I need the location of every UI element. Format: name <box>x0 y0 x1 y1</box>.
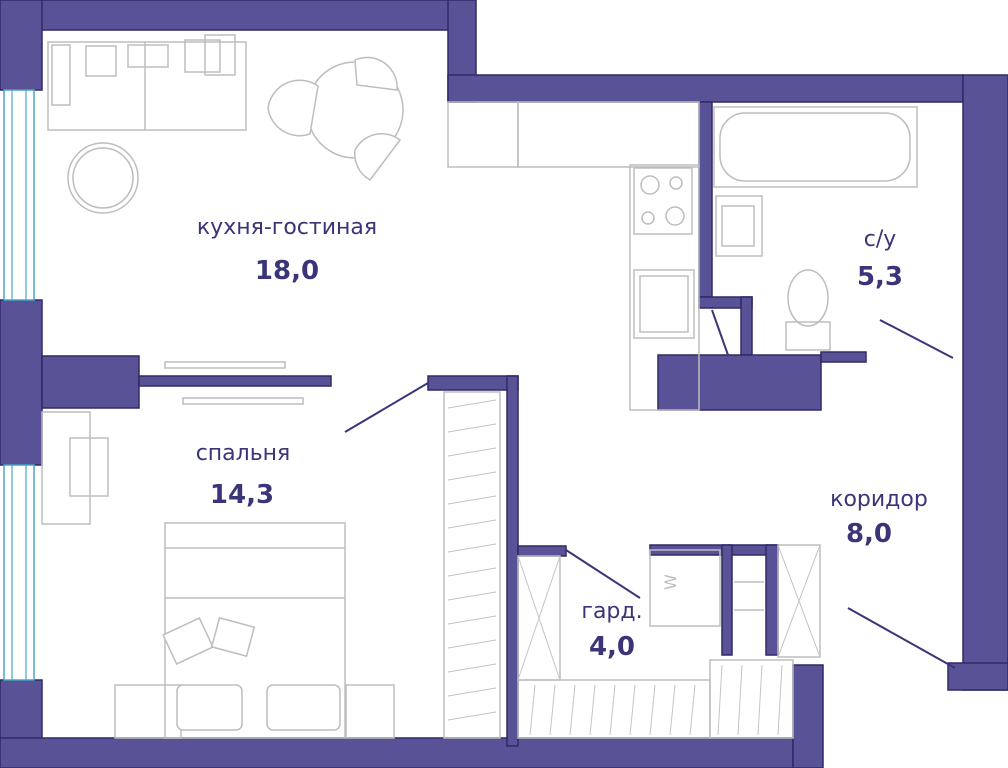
doors <box>344 309 956 669</box>
wall-bottom-step <box>792 664 824 768</box>
door-bath-small <box>711 309 729 356</box>
wall-top-left <box>0 0 476 31</box>
wall-bath-bottom-thin <box>820 351 867 363</box>
desk <box>41 411 91 525</box>
room-area-bathroom: 5,3 <box>857 262 903 292</box>
room-area-bedroom: 14,3 <box>210 480 274 510</box>
wall-wardrobe-vert <box>506 375 519 747</box>
wall-bath-left <box>698 101 713 298</box>
tv-stand-bedroom <box>182 397 304 405</box>
door-bedroom <box>344 382 429 433</box>
round-rug-inner <box>72 147 134 209</box>
wall-top-right <box>447 74 964 103</box>
toilet <box>785 269 831 351</box>
wall-wardrobe-top-left <box>517 545 567 557</box>
wall-bath-stub2 <box>740 296 753 356</box>
room-name-kitchen-living: кухня-гостиная <box>197 215 377 240</box>
door-wardrobe <box>565 549 641 599</box>
washer-mark: W <box>661 574 680 590</box>
wall-bottom <box>0 737 794 768</box>
room-name-bedroom: спальня <box>196 441 291 466</box>
wall-shelf-left <box>721 544 733 656</box>
sofa <box>47 34 247 131</box>
wall-partition-thin <box>138 375 332 387</box>
dining-set <box>267 56 404 181</box>
sink-icon <box>633 269 695 339</box>
washing-machine: W <box>649 549 721 627</box>
room-area-corridor: 8,0 <box>846 519 892 549</box>
room-name-corridor: коридор <box>830 487 928 512</box>
round-rug <box>67 142 139 214</box>
room-name-bathroom: с/у <box>864 227 897 252</box>
door-entrance <box>847 607 956 669</box>
bed <box>114 522 395 739</box>
stove-icon <box>640 175 660 195</box>
window-kitchen <box>3 89 35 301</box>
bathtub <box>713 106 918 188</box>
wardrobe-bedroom <box>443 391 501 739</box>
room-area-wardrobe: 4,0 <box>589 632 635 662</box>
wall-left-mid <box>0 299 43 466</box>
wall-partition-right <box>427 375 519 391</box>
room-name-wardrobe: гард. <box>581 599 642 624</box>
wall-bath-bottom <box>657 354 822 411</box>
wall-right <box>962 74 1008 691</box>
window-bedroom <box>3 464 35 681</box>
washbasin <box>715 195 763 257</box>
wall-shelf-right <box>765 544 779 656</box>
windows <box>3 89 35 681</box>
room-area-kitchen-living: 18,0 <box>255 256 319 286</box>
kitchen-counter <box>447 101 700 411</box>
wall-left-upper <box>0 0 43 91</box>
wall-bottom-right <box>947 662 1008 691</box>
desk-chair <box>69 437 109 497</box>
wardrobe-storage <box>517 544 821 739</box>
door-bathroom <box>879 319 954 359</box>
wall-partition-left <box>41 355 140 409</box>
tv-stand <box>164 361 286 369</box>
